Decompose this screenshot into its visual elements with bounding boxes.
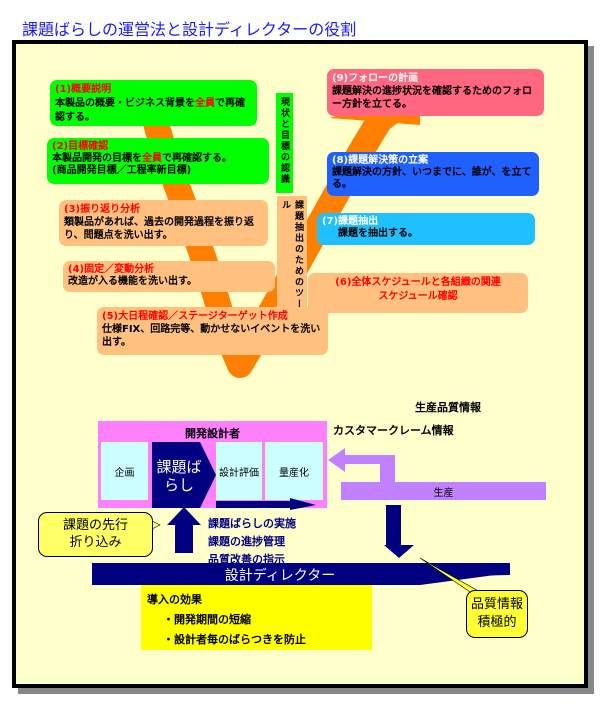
step-2-emphasis: 全員 [142,153,162,164]
step-6-title: (6)全体スケジュールと各組織の関連 [335,277,501,288]
step-8-box: (8)課題解決策の立案課題解決の方針、いつまでに、誰が、を立てる。 [327,152,539,196]
step-3-text: 類製品があれば、過去の開発過程を振り返り、問題点を洗い出す。 [64,217,254,241]
production-bar: 生産 [341,482,546,500]
step-2-subtext: (商品開発目標／工程率新目標) [52,165,192,176]
step-2-text: 本製品開発の目標を [52,153,142,164]
step-1-title: (1)概要説明 [55,84,112,95]
callout-right: 品質情報積極的 [466,590,528,638]
effects-title: 導入の効果 [147,593,202,606]
step-2-text-end: で再確認する。 [162,153,232,164]
step-1-box: (1)概要説明 本製品の概要・ビジネス背景を全員で再確認する。 [50,80,257,126]
step-5-box: (5)大日程確認／ステージターゲット作成仕様FIX、回路完等、動かせないイベント… [97,307,328,355]
step-9-title: (9)フォローの計画 [332,73,419,84]
designers-label: 開発設計者 [185,427,240,440]
step-1-emphasis: 全員 [195,98,215,109]
step-3-box: (3)振り返り分析類製品があれば、過去の開発過程を振り返り、問題点を洗い出す。 [59,200,268,246]
phase-plan: 企画 [101,442,148,500]
effects-box: 導入の効果 ・開発期間の短縮 ・設計者毎のばらつきを防止 [141,585,372,650]
step-2-box: (2)目標確認 本製品開発の目標を全員で再確認する。 (商品開発目標／工程率新目… [47,138,269,184]
page-title: 課題ばらしの運営法と設計ディレクターの役割 [22,20,357,39]
step-5-text: 仕様FIX、回路完等、動かせないイベントを洗い出す。 [102,324,321,348]
action-2: 課題の進捗管理 [208,535,285,548]
production-quality-info: 生産品質情報 [415,401,481,414]
step-3-title: (3)振り返り分析 [64,204,141,215]
step-6-box: (6)全体スケジュールと各組織の関連スケジュール確認 [308,273,528,313]
label-tools: 課題抽出のためのツール [277,196,307,323]
step-7-box: (7)課題抽出課題を抽出する。 [317,213,535,245]
step-9-box: (9)フォローの計画課題解決の進捗状況を確認するためのフォロー方針を立てる。 [327,69,544,116]
step-1-text: 本製品の概要・ビジネス背景を [55,98,195,109]
phase-mass-production: 量産化 [265,442,323,500]
step-4-title: (4)固定／変動分析 [68,264,155,275]
phase-kadai-barashi: 課題ばらし [156,458,202,494]
step-9-text: 課題解決の進捗状況を確認するためのフォロー方針を立てる。 [332,86,532,110]
effect-2: ・設計者毎のばらつきを防止 [163,633,306,646]
step-4-box: (4)固定／変動分析改造が入る機能を洗い出す。 [63,261,275,292]
action-1: 課題ばらしの実施 [208,517,296,530]
step-4-text: 改造が入る機能を洗い出す。 [68,276,197,287]
customer-claim-info: カスタマークレーム情報 [333,424,454,437]
phase-evaluation: 設計評価 [216,442,262,500]
action-3: 品質改善の指示 [208,553,285,566]
step-2-title: (2)目標確認 [52,141,109,152]
step-6-subtitle: スケジュール確認 [378,291,458,302]
effect-1: ・開発期間の短縮 [163,613,251,626]
step-5-title: (5)大日程確認／ステージターゲット作成 [102,311,288,322]
kadai-arrow-shape [152,442,216,508]
step-8-title: (8)課題解決策の立案 [332,155,429,166]
step-1-text-end: で再確認する。 [55,98,245,123]
step-7-text: 課題を抽出する。 [338,228,418,239]
label-recognize: 現状と目標の認識 [276,93,293,193]
callout-left: 課題の先行折り込み [38,512,153,557]
step-7-title: (7)課題抽出 [322,216,379,227]
design-director-label: 設計ディレクター [224,568,336,584]
step-8-text: 課題解決の方針、いつまでに、誰が、を立てる。 [332,167,532,190]
